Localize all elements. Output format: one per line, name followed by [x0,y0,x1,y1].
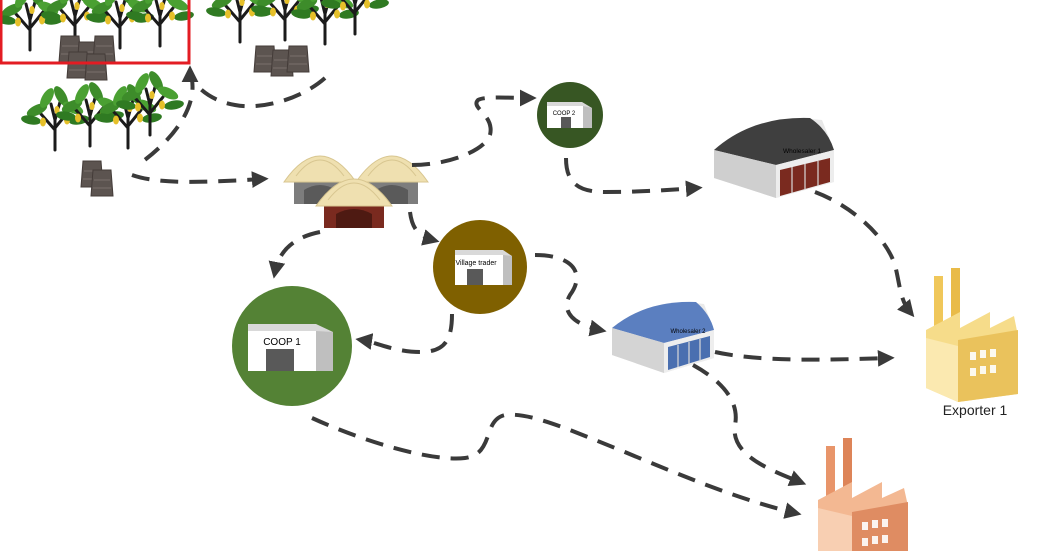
coop-1-label: COOP 1 [263,337,301,348]
flow-arrows [131,65,915,519]
arrow-farm-top-to-highlight [181,65,327,109]
arrow-wholesaler2-to-exporter1 [714,349,895,367]
farm-cluster-top [203,0,392,77]
wholesaler-1-node: Wholesaler 1 [714,117,834,198]
exporter-2-factory-icon [818,438,908,551]
highlight-box [0,0,191,65]
village-trader-label: Village trader [455,260,497,267]
coop-2-label: COOP 2 [553,111,576,117]
arrow-trader-to-wholesaler2 [534,253,607,337]
village-trader-node: Village trader [433,220,527,314]
exporter-1-factory-icon [926,268,1018,402]
farm-cluster-left [18,67,187,197]
arrow-wholesaler1-to-exporter1 [814,190,915,318]
arrow-village-to-trader [408,211,440,246]
wholesaler-2-label: Wholesaler 2 [670,329,706,335]
arrow-village-to-coop2 [411,89,537,167]
arrow-wholesaler2-to-exporter2 [692,363,807,487]
coop-1-node: COOP 1 [232,286,352,406]
farm-cluster-highlighted [0,0,197,81]
arrow-highlight-to-left-farm [136,71,195,167]
exporter-1-label: Exporter 1 [943,402,1008,418]
wholesaler-2-node: Wholesaler 2 [612,301,714,373]
arrow-coop2-to-wholesaler1 [564,157,703,198]
arrow-farms-to-village [131,171,269,188]
arrow-trader-to-coop1 [355,313,454,355]
arrow-village-to-coop1 [268,230,321,279]
village-huts-icon [283,155,429,228]
arrow-coop1-to-exporter2 [311,412,802,519]
wholesaler-1-label: Wholesaler 1 [783,148,821,155]
coop-2-node: COOP 2 [537,82,603,148]
